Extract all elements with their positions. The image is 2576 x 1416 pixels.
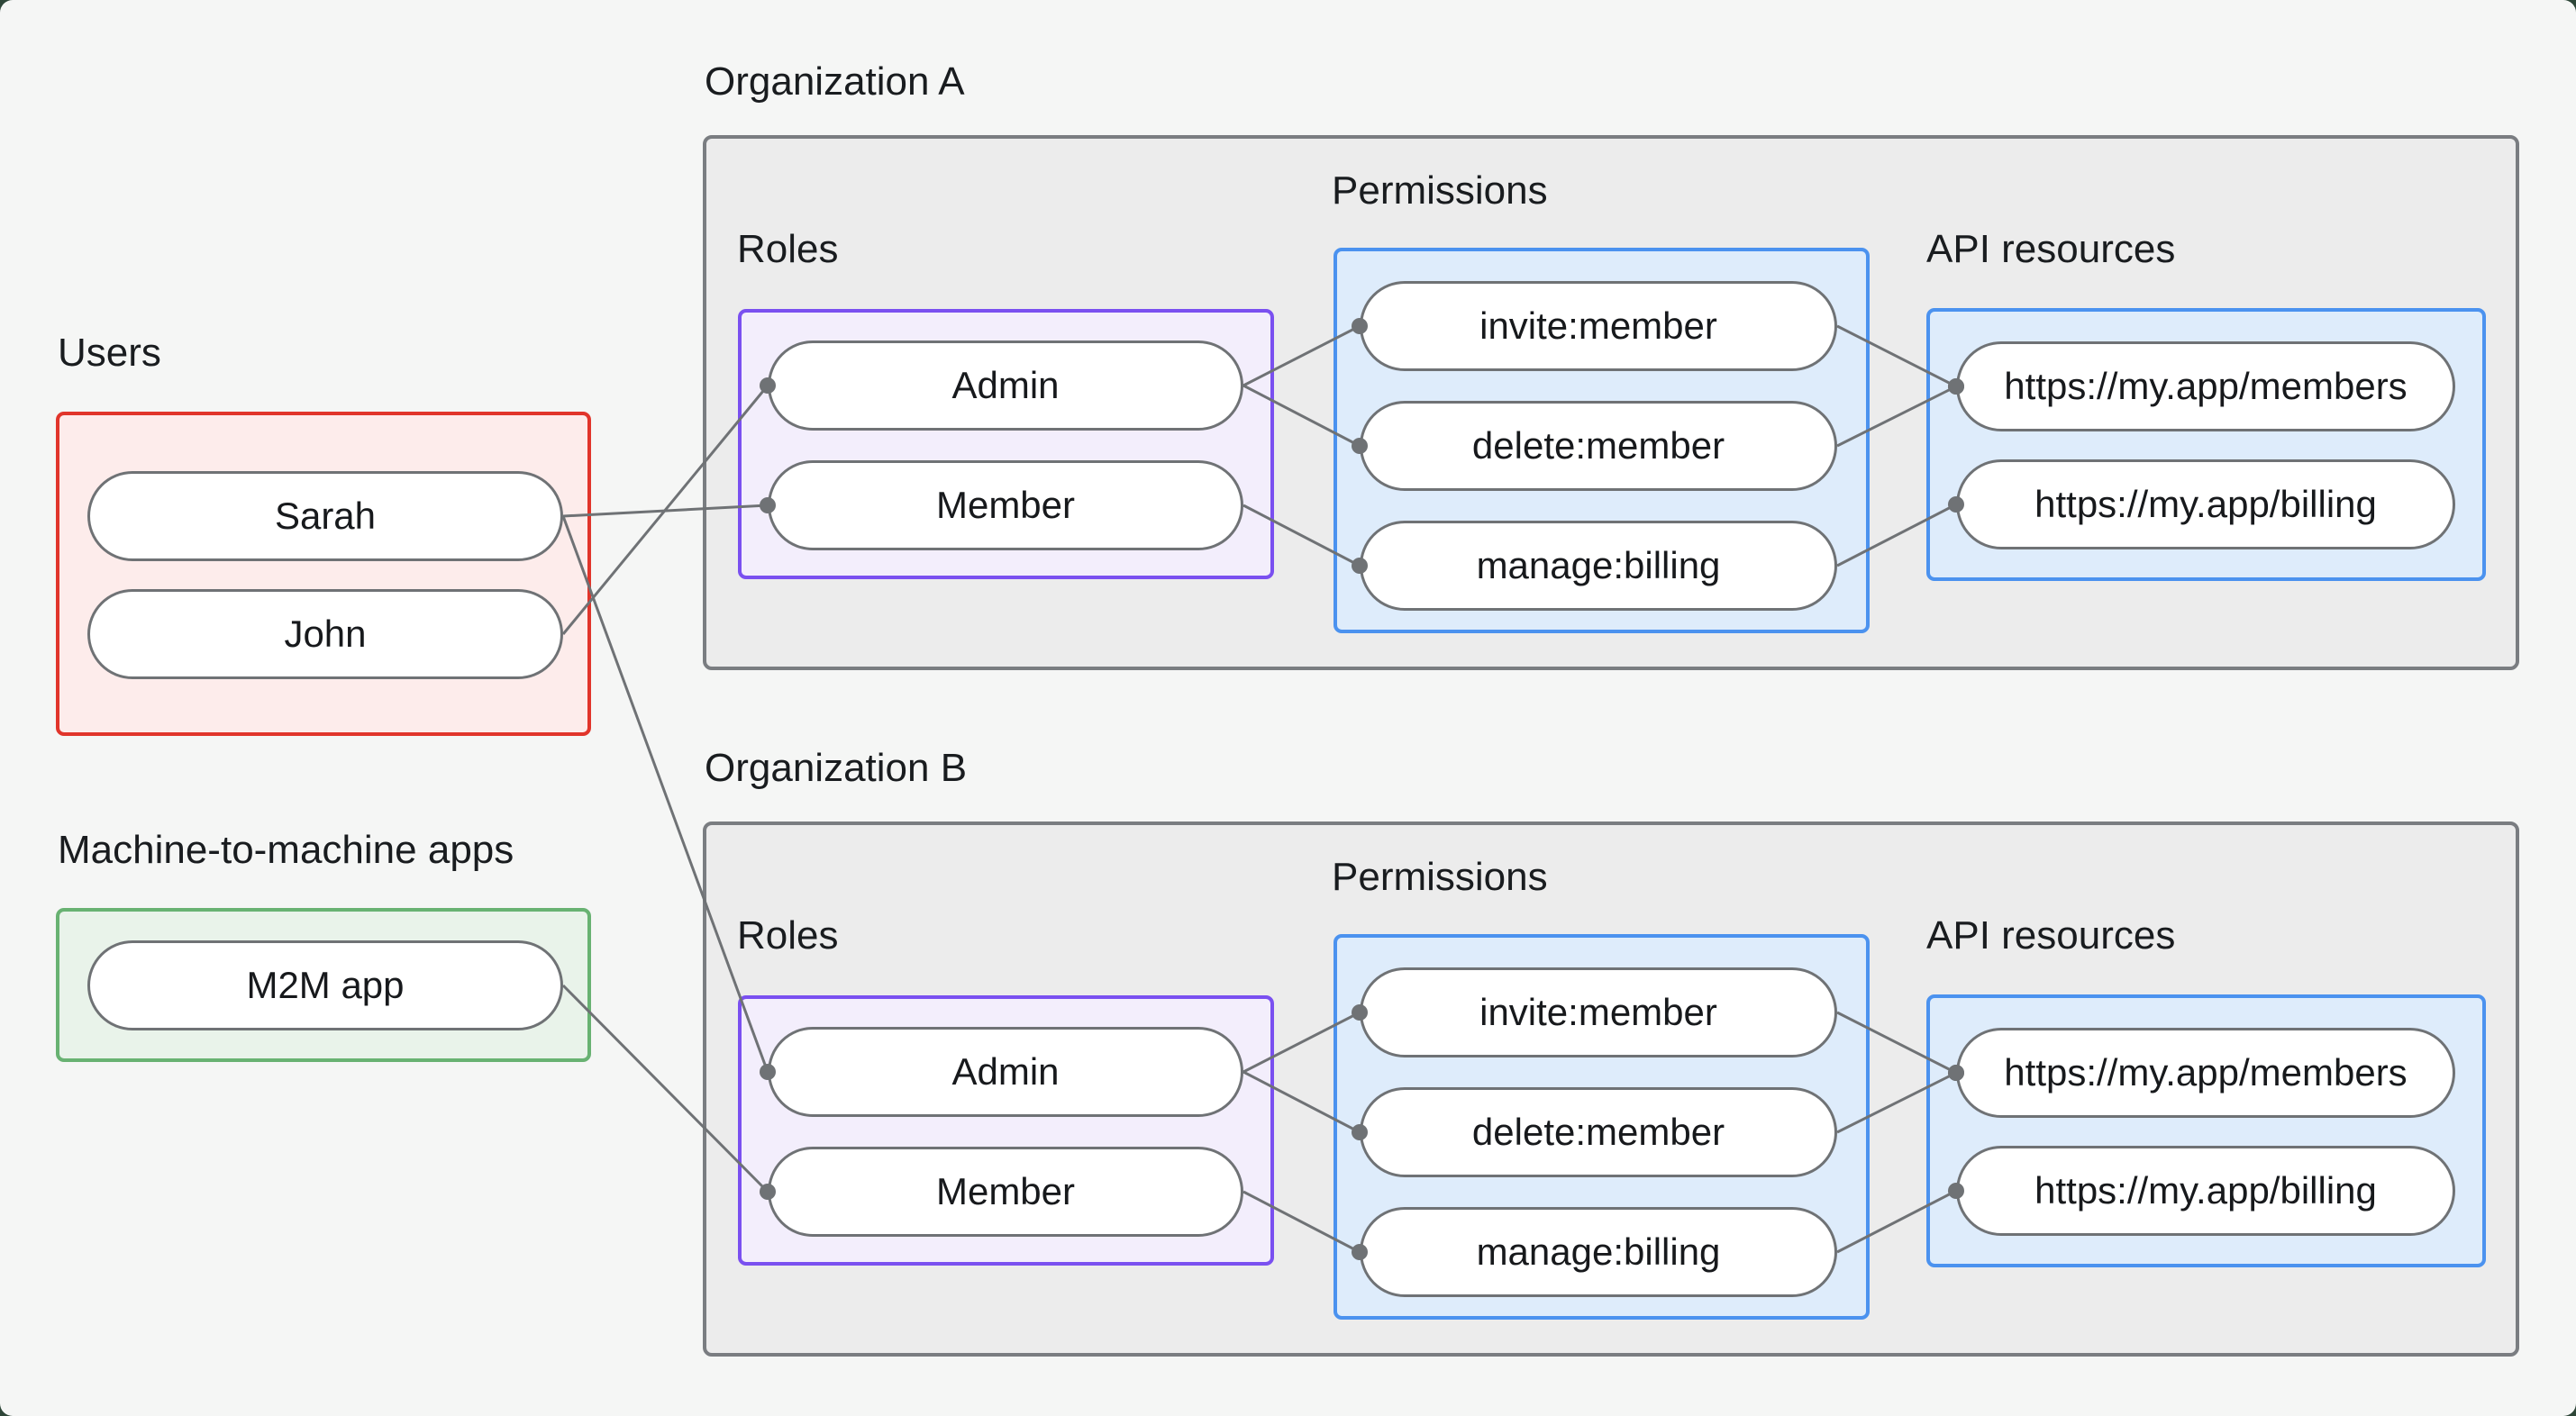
org-a-label: Organization A — [705, 59, 965, 104]
node-user-sarah: Sarah — [87, 471, 563, 561]
org-a-permissions-label: Permissions — [1332, 168, 1548, 213]
m2m-label: Machine-to-machine apps — [58, 828, 514, 872]
node-org-a-members-api: https://my.app/members — [1956, 341, 2455, 431]
org-b-label: Organization B — [705, 746, 968, 790]
node-org-a-admin: Admin — [768, 340, 1243, 431]
org-a-api-resources-label: API resources — [1926, 227, 2176, 271]
node-org-a-billing-api: https://my.app/billing — [1956, 459, 2455, 549]
node-org-b-delete-member: delete:member — [1360, 1087, 1837, 1177]
node-org-b-invite-member: invite:member — [1360, 967, 1837, 1057]
node-org-b-members-api: https://my.app/members — [1956, 1028, 2455, 1118]
node-org-a-invite-member: invite:member — [1360, 281, 1837, 371]
org-b-permissions-label: Permissions — [1332, 855, 1548, 899]
node-org-a-manage-billing: manage:billing — [1360, 521, 1837, 611]
node-org-b-admin: Admin — [768, 1027, 1243, 1117]
node-m2m-app: M2M app — [87, 940, 563, 1030]
users-label: Users — [58, 331, 161, 375]
node-user-john: John — [87, 589, 563, 679]
org-a-roles-label: Roles — [737, 227, 839, 271]
org-b-api-resources-label: API resources — [1926, 913, 2176, 958]
node-org-b-billing-api: https://my.app/billing — [1956, 1146, 2455, 1236]
users-group-box — [56, 412, 591, 736]
node-org-b-member: Member — [768, 1147, 1243, 1237]
node-org-a-delete-member: delete:member — [1360, 401, 1837, 491]
node-org-a-member: Member — [768, 460, 1243, 550]
org-b-roles-label: Roles — [737, 913, 839, 958]
node-org-b-manage-billing: manage:billing — [1360, 1207, 1837, 1297]
